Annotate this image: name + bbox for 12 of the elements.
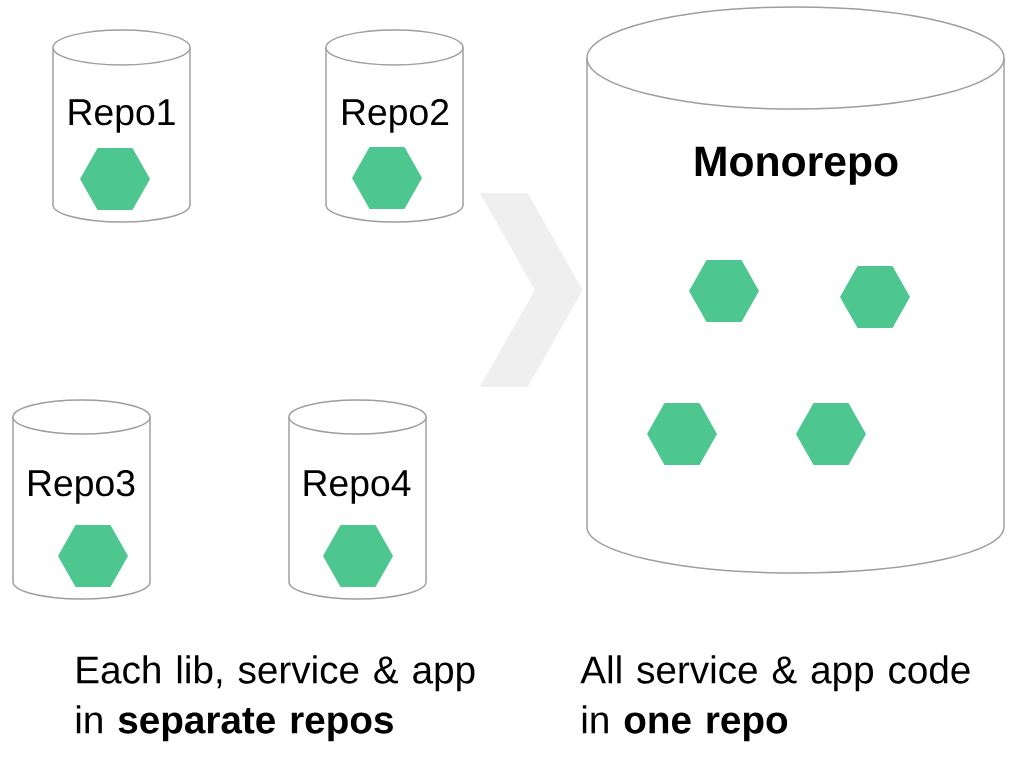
hexagon — [796, 403, 866, 465]
node-label: Monorepo — [695, 146, 898, 185]
cylinder: Monorepo — [586, 6, 1005, 574]
hexagon — [352, 147, 422, 209]
hexagon — [80, 148, 150, 210]
caption: Each lib, service & app in separate repos — [76, 655, 475, 742]
hexagon — [840, 266, 910, 328]
hexagon — [647, 403, 717, 465]
hexagon — [58, 525, 128, 587]
caption: All service & app code in one repo — [580, 655, 970, 742]
hexagon — [689, 260, 759, 322]
hexagon — [323, 525, 393, 587]
